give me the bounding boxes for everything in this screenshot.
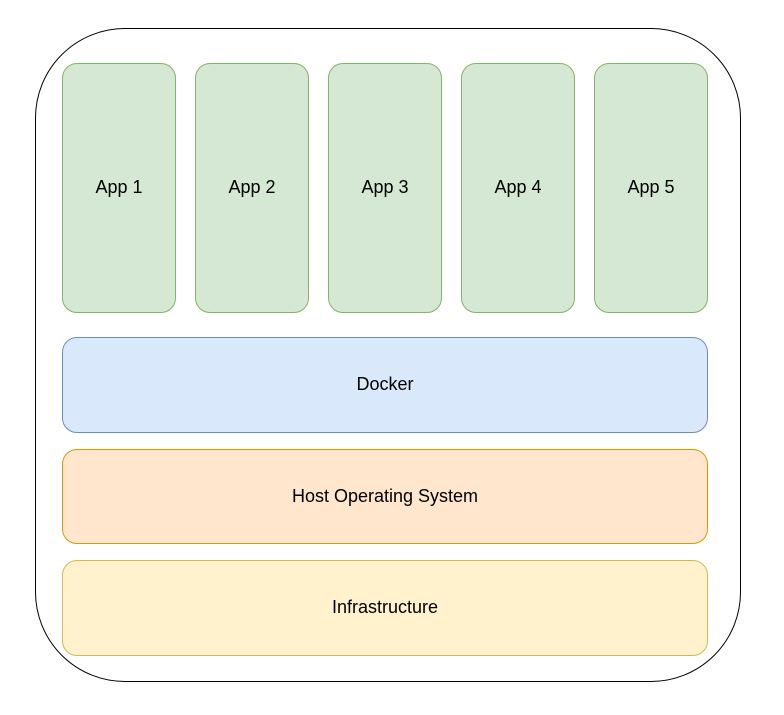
diagram-outer-container: App 1 App 2 App 3 App 4 App 5 Docker Hos… [35, 28, 741, 682]
layer-host-operating-system-label: Host Operating System [291, 485, 479, 506]
layer-infrastructure-label: Infrastructure [331, 597, 439, 618]
app-box-3: App 3 [328, 63, 442, 313]
layer-infrastructure: Infrastructure [62, 560, 708, 656]
app-box-4: App 4 [461, 63, 575, 313]
app-box-2: App 2 [195, 63, 309, 313]
layer-host-operating-system: Host Operating System [62, 449, 708, 544]
app-box-1: App 1 [62, 63, 176, 313]
app-box-4-label: App 4 [494, 177, 542, 198]
app-box-5-label: App 5 [627, 177, 675, 198]
layer-docker-label: Docker [356, 374, 414, 395]
layer-docker: Docker [62, 337, 708, 433]
app-box-3-label: App 3 [361, 177, 409, 198]
app-box-5: App 5 [594, 63, 708, 313]
apps-row: App 1 App 2 App 3 App 4 App 5 [62, 63, 708, 313]
app-box-1-label: App 1 [95, 177, 143, 198]
app-box-2-label: App 2 [228, 177, 276, 198]
